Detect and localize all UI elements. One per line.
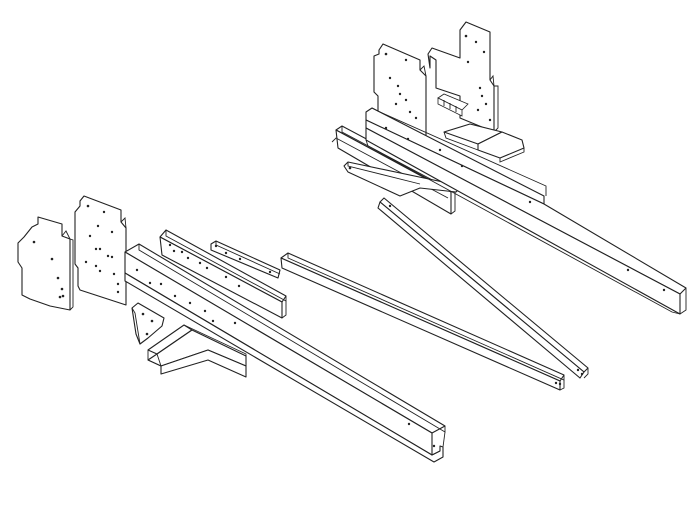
assembly-left	[17, 195, 565, 463]
long-angle-rail	[280, 252, 565, 391]
long-channel-beam-right	[365, 107, 687, 315]
side-plate-front	[427, 21, 499, 133]
flat-strut	[343, 161, 463, 197]
mount-bracket	[159, 229, 287, 319]
assembly-right	[331, 21, 687, 379]
hatched-plate	[437, 93, 469, 117]
side-plate-large	[74, 195, 127, 306]
side-plate-small	[17, 216, 74, 311]
diagonal-brace	[377, 197, 589, 379]
link-bar	[210, 240, 281, 279]
short-channel	[147, 324, 247, 378]
long-channel-beam-left	[124, 243, 446, 463]
gusset-bracket	[131, 302, 165, 345]
cross-bracket	[443, 123, 525, 163]
